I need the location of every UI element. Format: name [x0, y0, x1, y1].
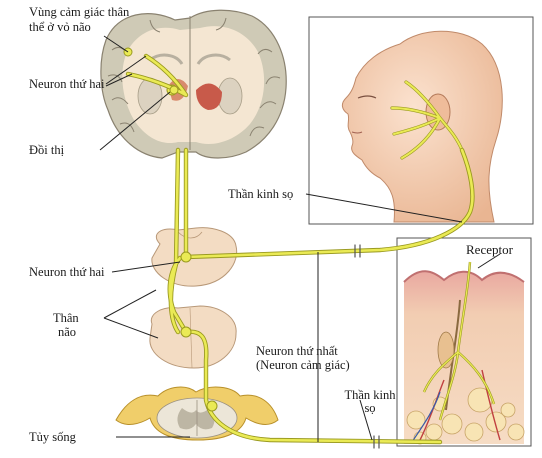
nerve-pathway — [123, 47, 475, 449]
face-panel — [308, 16, 534, 225]
label-receptor: Receptor — [466, 242, 513, 257]
label-cortex-line2: thể ở vỏ não — [29, 20, 91, 34]
label-cranial-nerve-top: Thần kinh sọ — [228, 187, 294, 201]
label-cranial-nerve-bottom-line2: sọ — [364, 401, 376, 415]
thalamus-shape — [196, 83, 222, 110]
label-brainstem-line1: Thân — [53, 311, 79, 325]
label-cranial-nerve-bottom-line1: Thần kinh — [344, 388, 396, 402]
brainstem-lower — [149, 305, 237, 369]
skin-panel — [396, 237, 532, 447]
label-first-neuron-line2: (Neuron cảm giác) — [256, 358, 350, 372]
label-first-neuron-line1: Neuron thứ nhất — [256, 344, 338, 358]
label-thalamus: Đồi thị — [29, 143, 65, 157]
label-cortex-line1: Vùng cảm giác thân — [29, 5, 130, 19]
label-second-neuron-mid: Neuron thứ hai — [29, 265, 105, 279]
label-second-neuron-top: Neuron thứ hai — [29, 77, 105, 91]
label-spinal-cord: Tủy sống — [29, 430, 76, 444]
brain-section — [100, 9, 287, 159]
label-brainstem-line2: não — [58, 325, 77, 339]
leader-lines — [99, 35, 501, 442]
spinal-cord-section — [115, 386, 279, 441]
